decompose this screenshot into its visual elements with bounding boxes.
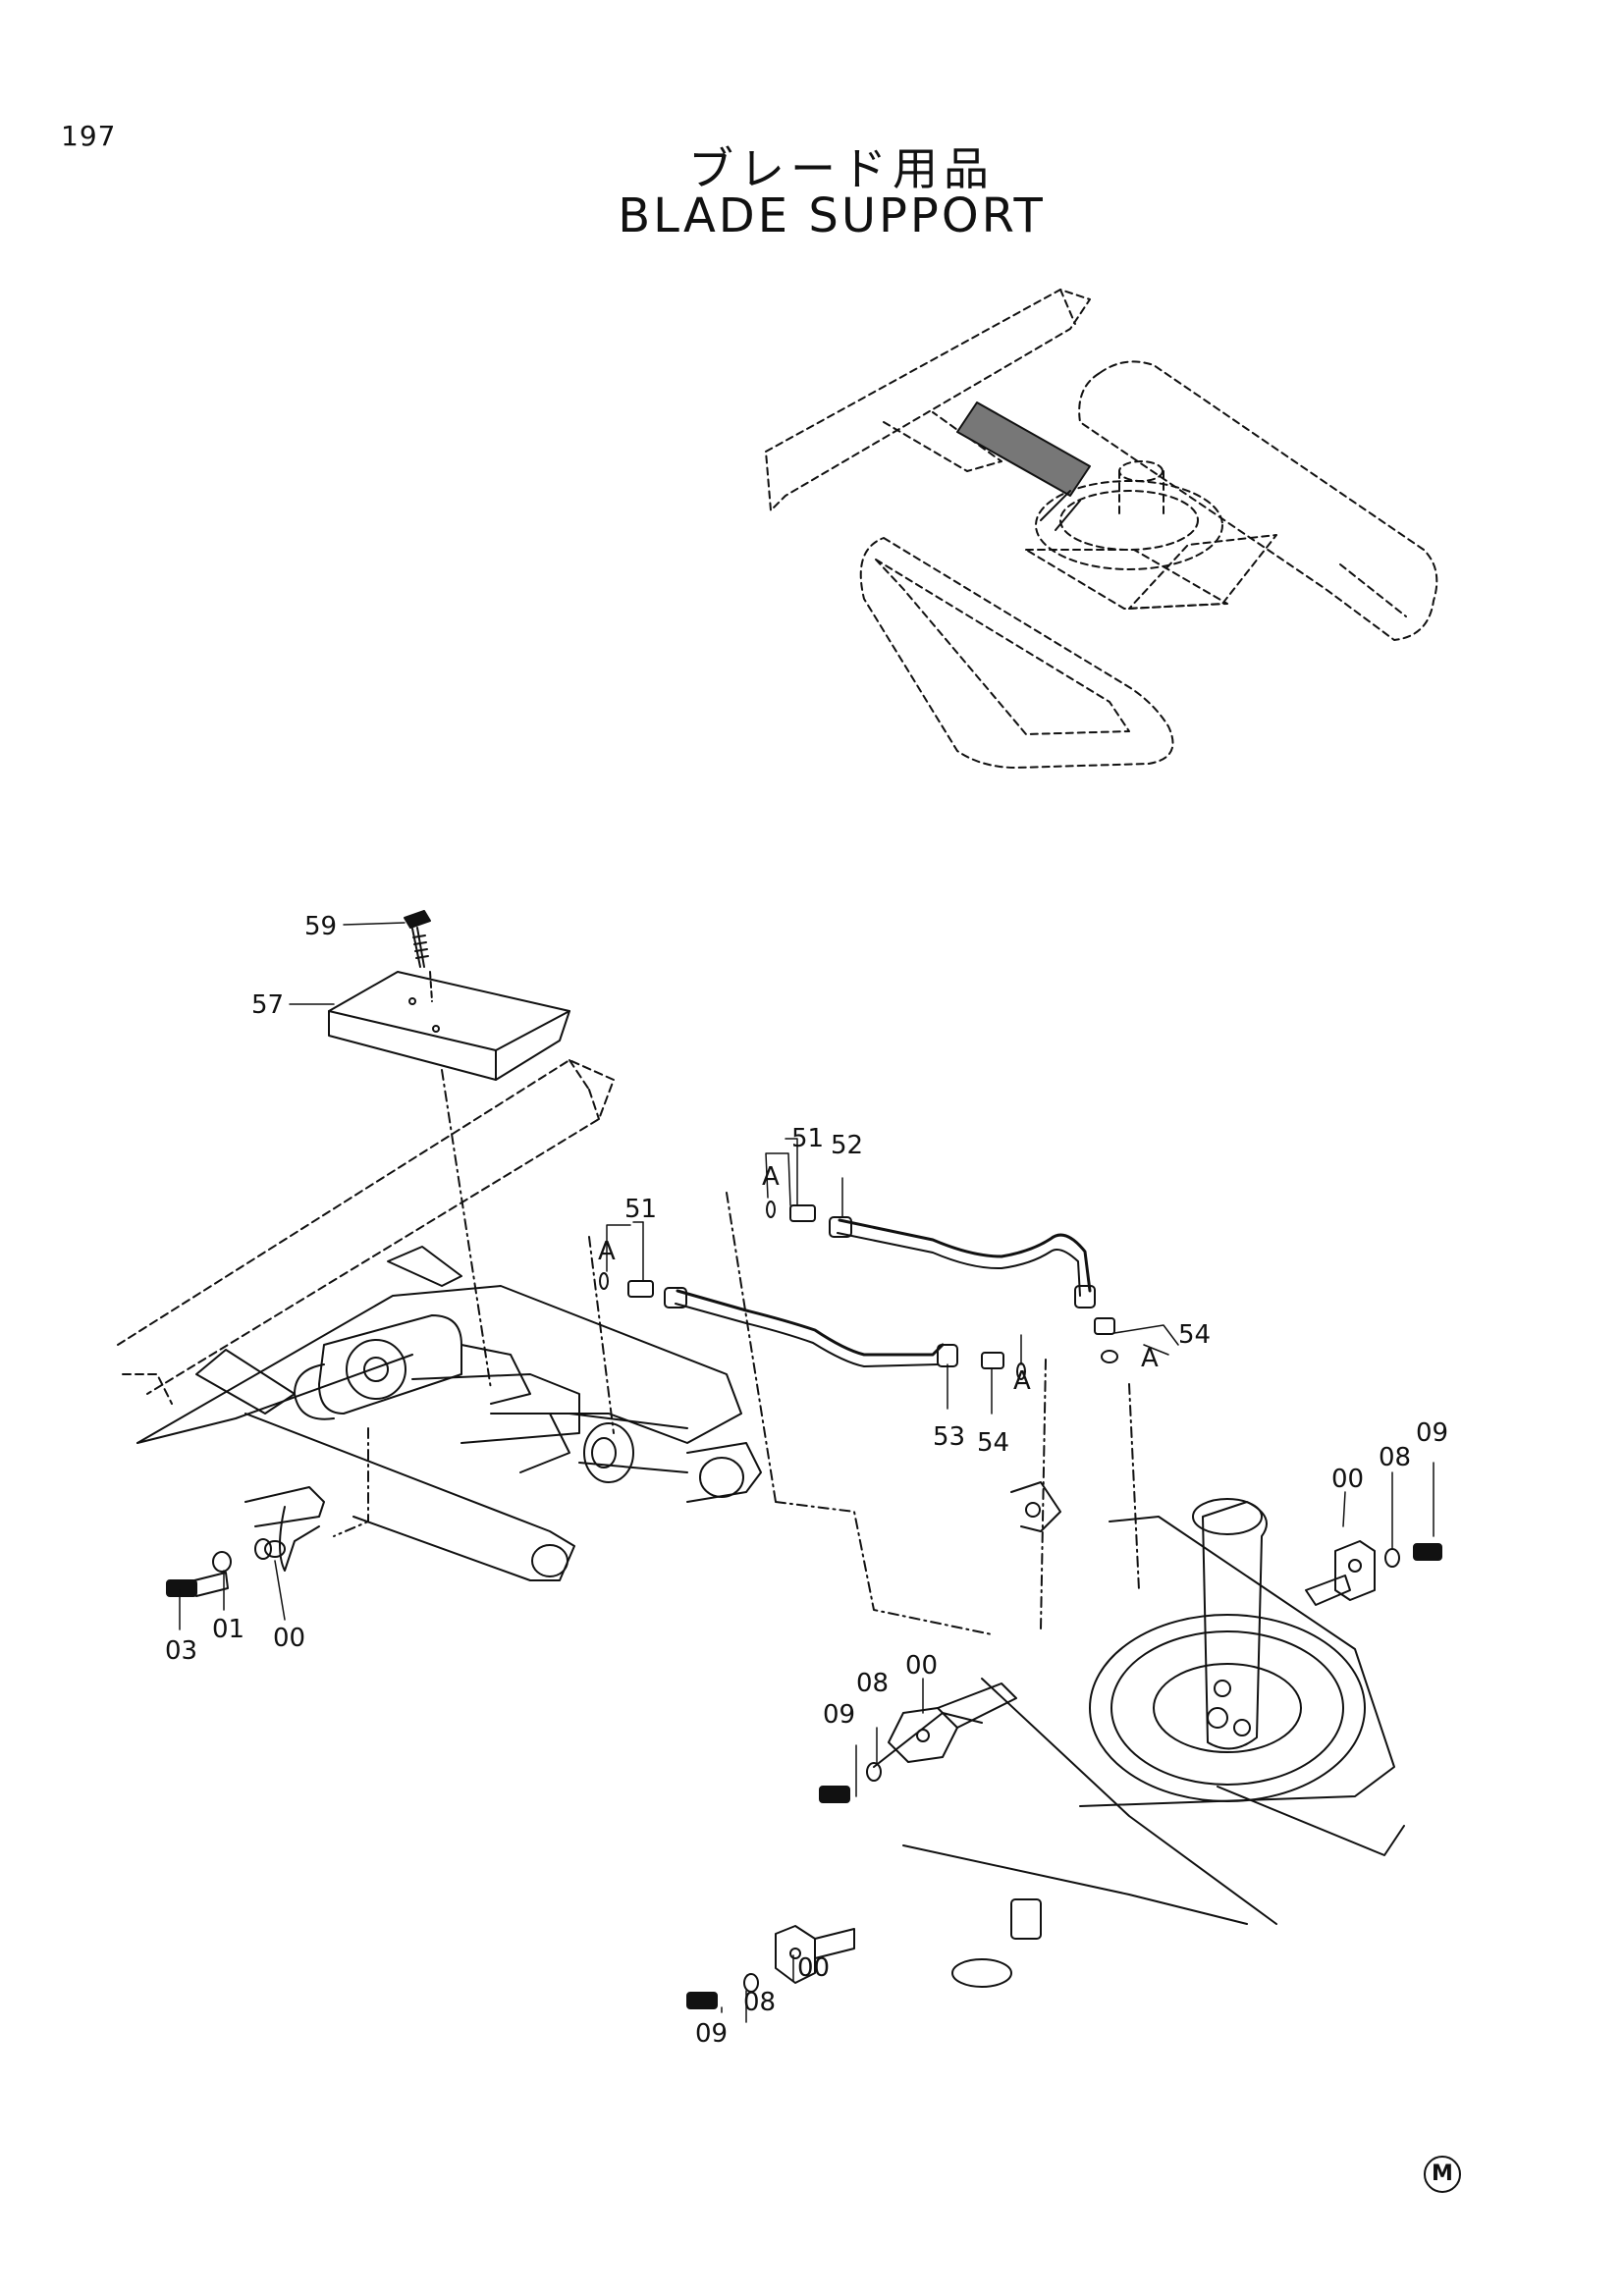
callout-51-b: 51 bbox=[791, 1124, 824, 1153]
callout-57: 57 bbox=[251, 990, 284, 1020]
title-japanese: ブレード用品 bbox=[688, 142, 995, 195]
cover-plate bbox=[328, 971, 570, 1081]
callout-09-a: 09 bbox=[1416, 1418, 1448, 1448]
callout-09-c: 09 bbox=[695, 2019, 728, 2049]
blade-arm-assembly bbox=[117, 1059, 1140, 1635]
machine-overview bbox=[765, 289, 1438, 769]
callout-leaders bbox=[179, 922, 1435, 2023]
callout-00-d: 00 bbox=[797, 1953, 830, 1983]
callout-54-b: 54 bbox=[977, 1428, 1009, 1458]
pins-right bbox=[686, 1481, 1442, 2009]
callout-00-b: 00 bbox=[1331, 1465, 1364, 1494]
callout-a-3: A bbox=[1013, 1366, 1031, 1396]
callout-52: 52 bbox=[831, 1131, 863, 1160]
callout-54-a: 54 bbox=[1178, 1320, 1211, 1350]
hoses bbox=[664, 1216, 1096, 1367]
swing-circle bbox=[873, 1498, 1405, 1988]
callout-53: 53 bbox=[933, 1422, 965, 1452]
pin-group-left bbox=[166, 1486, 325, 1597]
title-english: BLADE SUPPORT bbox=[618, 188, 1046, 243]
callout-08-b: 08 bbox=[856, 1669, 889, 1698]
callout-00-c: 00 bbox=[905, 1651, 938, 1681]
callout-09-b: 09 bbox=[823, 1700, 855, 1730]
fittings bbox=[599, 1201, 1118, 1380]
callout-a-4: A bbox=[1141, 1344, 1159, 1373]
page-number: 197 bbox=[61, 120, 117, 152]
bolt-59 bbox=[404, 910, 433, 1002]
callout-51-a: 51 bbox=[624, 1195, 657, 1224]
callout-labels: 59 57 51 51 52 53 54 54 A A A A 03 01 00… bbox=[165, 912, 1448, 2049]
callout-00-a: 00 bbox=[273, 1624, 305, 1653]
copyright-mark: M bbox=[1424, 2156, 1461, 2193]
callout-a-2: A bbox=[762, 1162, 780, 1192]
callout-08-a: 08 bbox=[1379, 1443, 1411, 1472]
callout-01: 01 bbox=[212, 1615, 244, 1644]
callout-a-1: A bbox=[598, 1237, 616, 1266]
callout-59: 59 bbox=[304, 912, 337, 941]
callout-03: 03 bbox=[165, 1636, 197, 1666]
callout-08-c: 08 bbox=[743, 1988, 776, 2017]
